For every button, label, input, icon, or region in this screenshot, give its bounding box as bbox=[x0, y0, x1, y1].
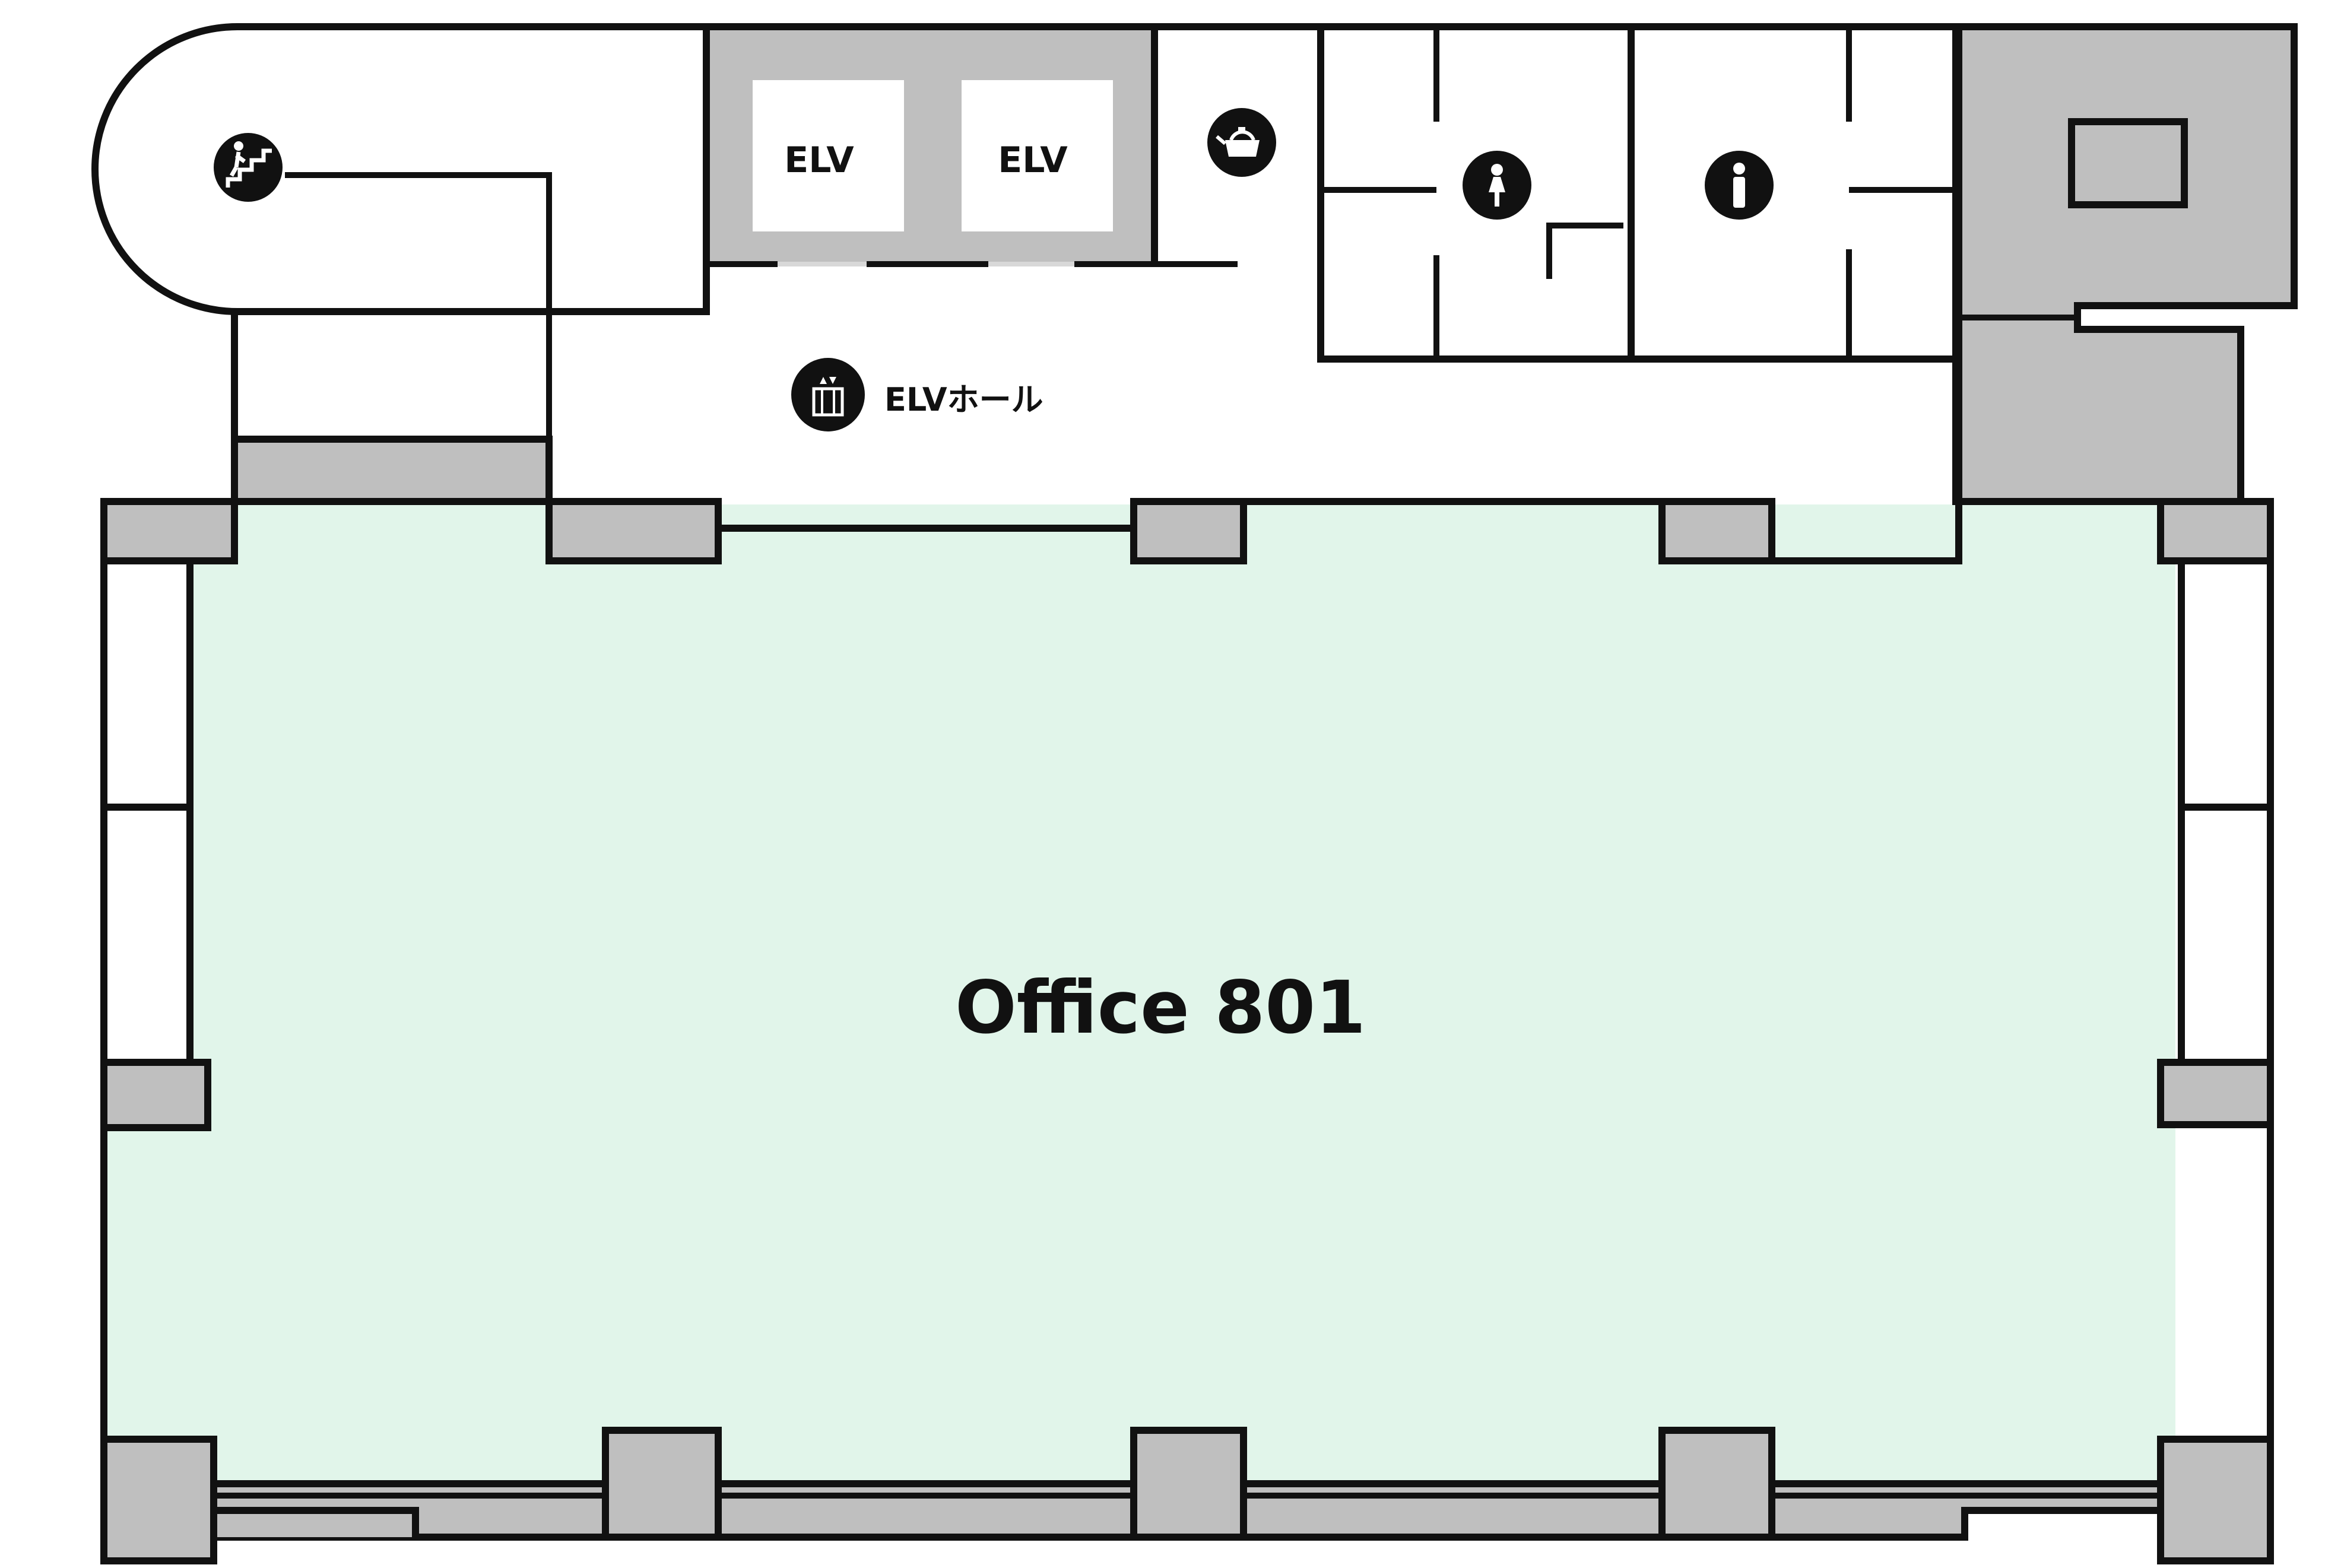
column bbox=[100, 1059, 211, 1131]
male-restroom-icon bbox=[1705, 151, 1774, 220]
bottom-right-step bbox=[1961, 1507, 2161, 1537]
elevator-icon bbox=[791, 358, 865, 431]
service-shaft bbox=[1952, 23, 2298, 505]
elevator-2-label: ELV bbox=[998, 139, 1068, 181]
office-801-label: Office 801 bbox=[955, 966, 1366, 1050]
womens-screen-wall bbox=[1546, 223, 1623, 279]
column bbox=[1130, 498, 1247, 564]
bottom-band-step bbox=[211, 1510, 415, 1537]
elevator-car-1[interactable] bbox=[753, 80, 904, 231]
column bbox=[100, 1436, 217, 1564]
stair-landing-block bbox=[231, 436, 553, 505]
restroom-block-wall bbox=[1317, 27, 1956, 363]
corridor-right-wall bbox=[1772, 27, 1962, 564]
stair-route-line bbox=[285, 172, 552, 504]
column bbox=[2157, 1059, 2274, 1128]
column bbox=[602, 1427, 722, 1541]
column bbox=[1658, 1427, 1775, 1541]
column bbox=[1130, 1427, 1247, 1541]
bottom-left-step bbox=[211, 1507, 419, 1537]
column bbox=[1658, 498, 1775, 564]
column bbox=[2157, 1436, 2274, 1564]
kettle-icon bbox=[1207, 108, 1276, 177]
stairs-icon bbox=[214, 133, 283, 202]
elevator-hall-label: ELVホール bbox=[884, 381, 1043, 418]
duct-opening bbox=[2068, 118, 2188, 208]
female-restroom-icon bbox=[1463, 151, 1531, 220]
elevator-car-2[interactable] bbox=[962, 80, 1113, 231]
column bbox=[545, 498, 722, 564]
elevator-1-label: ELV bbox=[784, 139, 854, 181]
office-801-area[interactable] bbox=[104, 504, 2175, 1487]
stair-hall-wall bbox=[91, 23, 710, 315]
column bbox=[100, 498, 238, 564]
column bbox=[2157, 498, 2274, 564]
